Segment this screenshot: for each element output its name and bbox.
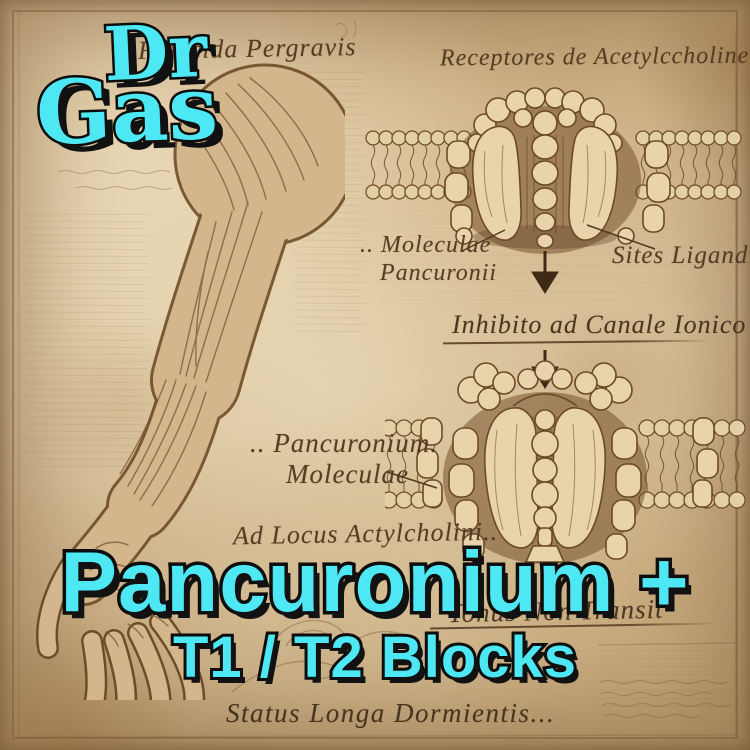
label-sites-ligandi: Sites Ligandi bbox=[612, 242, 750, 269]
label-pancuronium-moleculae: .. Pancuronium. Moleculae bbox=[250, 428, 438, 490]
label-line: .. Moleculae bbox=[360, 232, 492, 258]
label-line: .. Pancuronium. bbox=[250, 428, 438, 458]
receptor-blocked-illustration bbox=[385, 350, 746, 564]
leader-line bbox=[386, 471, 438, 489]
arm-illustration bbox=[36, 63, 345, 700]
main-title: Pancuronium + bbox=[57, 535, 692, 630]
subtitle: T1 / T2 Blocks bbox=[170, 625, 579, 690]
label-inhibito: Inhibito ad Canale Ionico bbox=[452, 310, 747, 339]
label-line: Pancuronii bbox=[380, 259, 498, 286]
logo-line-gas: Gas bbox=[32, 52, 222, 167]
receptor-open-illustration bbox=[365, 87, 742, 294]
down-arrow-icon bbox=[531, 251, 559, 294]
label-receptores: Receptores de Acetylccholine- bbox=[439, 42, 750, 72]
lipid-membrane bbox=[635, 130, 742, 200]
leader-line bbox=[461, 224, 656, 252]
lipid-membrane bbox=[638, 419, 746, 509]
label-moleculae-pancuronii: .. Moleculae Pancuronii bbox=[360, 232, 497, 287]
label-status: Status Longa Dormientis... bbox=[226, 698, 556, 728]
background-sketch bbox=[231, 619, 423, 693]
label-line: Moleculae bbox=[286, 459, 409, 490]
